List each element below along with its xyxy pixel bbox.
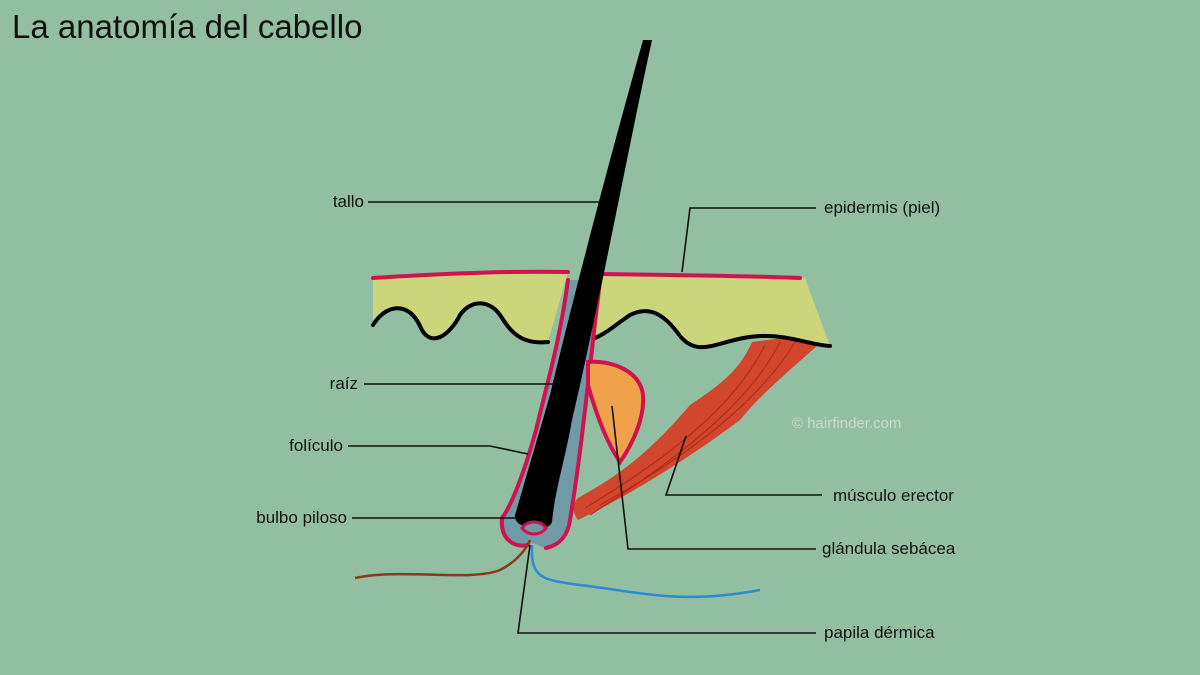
label-bulbo: bulbo piloso bbox=[256, 508, 347, 527]
arrector-muscle bbox=[573, 338, 818, 520]
leader-epidermis bbox=[681, 207, 816, 273]
page-title: La anatomía del cabello bbox=[12, 8, 363, 45]
label-raiz: raíz bbox=[329, 374, 358, 393]
leader-musculo bbox=[664, 435, 822, 496]
leader-foliculo bbox=[348, 445, 529, 455]
leader-papila bbox=[517, 544, 816, 634]
dermal-papilla bbox=[520, 520, 548, 536]
label-papila: papila dérmica bbox=[824, 623, 935, 642]
sebaceous-gland bbox=[586, 359, 646, 466]
epidermis-layer bbox=[371, 269, 832, 350]
label-musculo: músculo erector bbox=[833, 486, 954, 505]
label-glandula: glándula sebácea bbox=[822, 539, 956, 558]
label-epidermis: epidermis (piel) bbox=[824, 198, 941, 217]
leader-glandula bbox=[611, 405, 816, 550]
label-tallo: tallo bbox=[332, 192, 364, 211]
watermark: © hairfinder.com bbox=[792, 415, 902, 432]
hair-shaft bbox=[514, 40, 652, 529]
label-foliculo: folículo bbox=[289, 436, 343, 455]
nerve-fiber bbox=[530, 544, 761, 599]
leader-lines bbox=[348, 201, 822, 634]
blood-vessel bbox=[354, 539, 532, 580]
